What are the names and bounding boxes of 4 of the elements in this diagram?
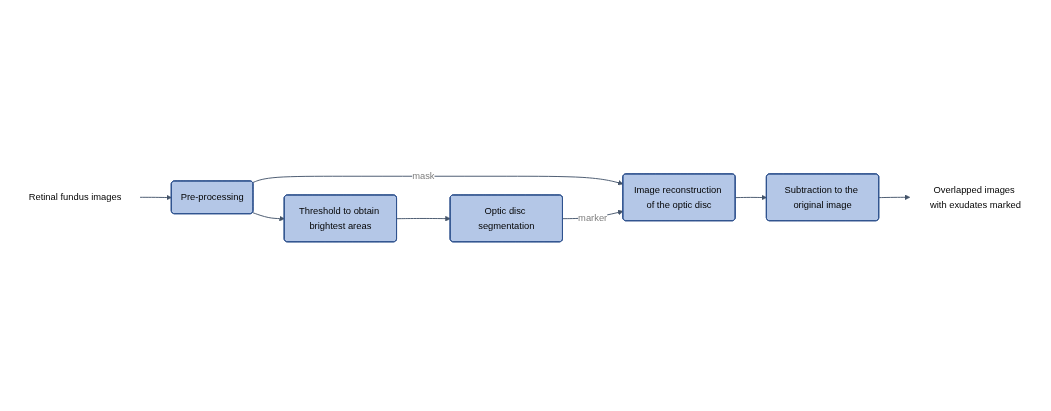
node-text: Retinal fundus images <box>28 191 122 203</box>
edge-label: mask <box>412 170 435 182</box>
node-text: Overlapped images with exudates marked <box>929 184 1021 210</box>
edge-label: marker <box>578 212 608 224</box>
